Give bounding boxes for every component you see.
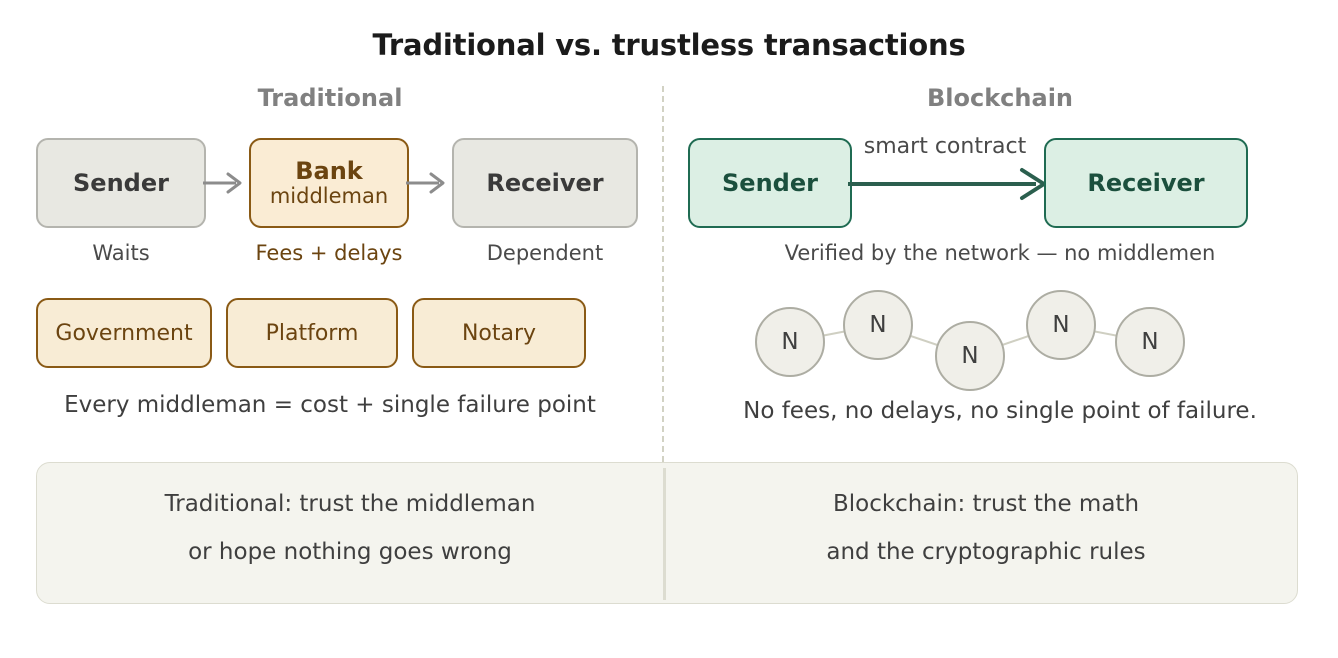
arrow-right-icon [203, 172, 242, 194]
network-node-chain: N N N N N [755, 290, 1185, 391]
network-node-label: N [781, 329, 798, 355]
bottom-panel-left: Traditional: trust the middleman or hope… [40, 480, 660, 576]
vertical-dashed-divider [662, 86, 664, 462]
network-node-label: N [961, 343, 978, 369]
traditional-sender-label: Sender [73, 168, 169, 197]
traditional-summary: Every middleman = cost + single failure … [64, 392, 596, 418]
traditional-receiver-box[interactable]: Receiver [452, 138, 638, 228]
column-header-traditional: Traditional [257, 84, 403, 112]
network-node: N [755, 307, 825, 377]
arrow-right-green-icon [848, 168, 1046, 200]
middleman-chip-notary[interactable]: Notary [412, 298, 586, 368]
page-title: Traditional vs. trustless transactions [372, 28, 966, 62]
column-header-blockchain: Blockchain [926, 84, 1073, 112]
network-node-label: N [1141, 329, 1158, 355]
traditional-bank-label: Bank [295, 156, 363, 185]
traditional-bank-sublabel: middleman [269, 183, 389, 208]
blockchain-summary: No fees, no delays, no single point of f… [743, 398, 1257, 424]
middleman-chip-label: Government [55, 320, 193, 346]
middleman-chip-government[interactable]: Government [36, 298, 212, 368]
middleman-chip-label: Platform [265, 320, 359, 346]
caption-dependent: Dependent [486, 241, 604, 265]
blockchain-sender-label: Sender [722, 168, 818, 197]
smart-contract-label: smart contract [863, 134, 1027, 159]
network-node: N [935, 321, 1005, 391]
bottom-left-line-1: Traditional: trust the middleman [164, 491, 536, 517]
bottom-panel-divider [663, 468, 666, 600]
traditional-bank-box[interactable]: Bank middleman [249, 138, 409, 228]
bottom-right-line-1: Blockchain: trust the math [832, 491, 1140, 517]
caption-fees-delays: Fees + delays [255, 241, 403, 265]
blockchain-receiver-box[interactable]: Receiver [1044, 138, 1248, 228]
network-node-label: N [1052, 312, 1069, 338]
network-node: N [1026, 290, 1096, 360]
arrow-right-icon [406, 172, 445, 194]
traditional-receiver-label: Receiver [486, 168, 604, 197]
bottom-panel-right: Blockchain: trust the math and the crypt… [678, 480, 1294, 576]
blockchain-receiver-label: Receiver [1087, 168, 1205, 197]
bottom-right-line-2: and the cryptographic rules [826, 539, 1146, 565]
caption-verified-by-network: Verified by the network — no middlemen [784, 241, 1216, 265]
network-node-label: N [869, 312, 886, 338]
traditional-sender-box[interactable]: Sender [36, 138, 206, 228]
middleman-chip-platform[interactable]: Platform [226, 298, 398, 368]
bottom-left-line-2: or hope nothing goes wrong [188, 539, 512, 565]
network-node: N [843, 290, 913, 360]
network-node: N [1115, 307, 1185, 377]
middleman-chip-label: Notary [461, 320, 537, 346]
caption-waits: Waits [92, 241, 150, 265]
bottom-summary-panel [36, 462, 1298, 604]
